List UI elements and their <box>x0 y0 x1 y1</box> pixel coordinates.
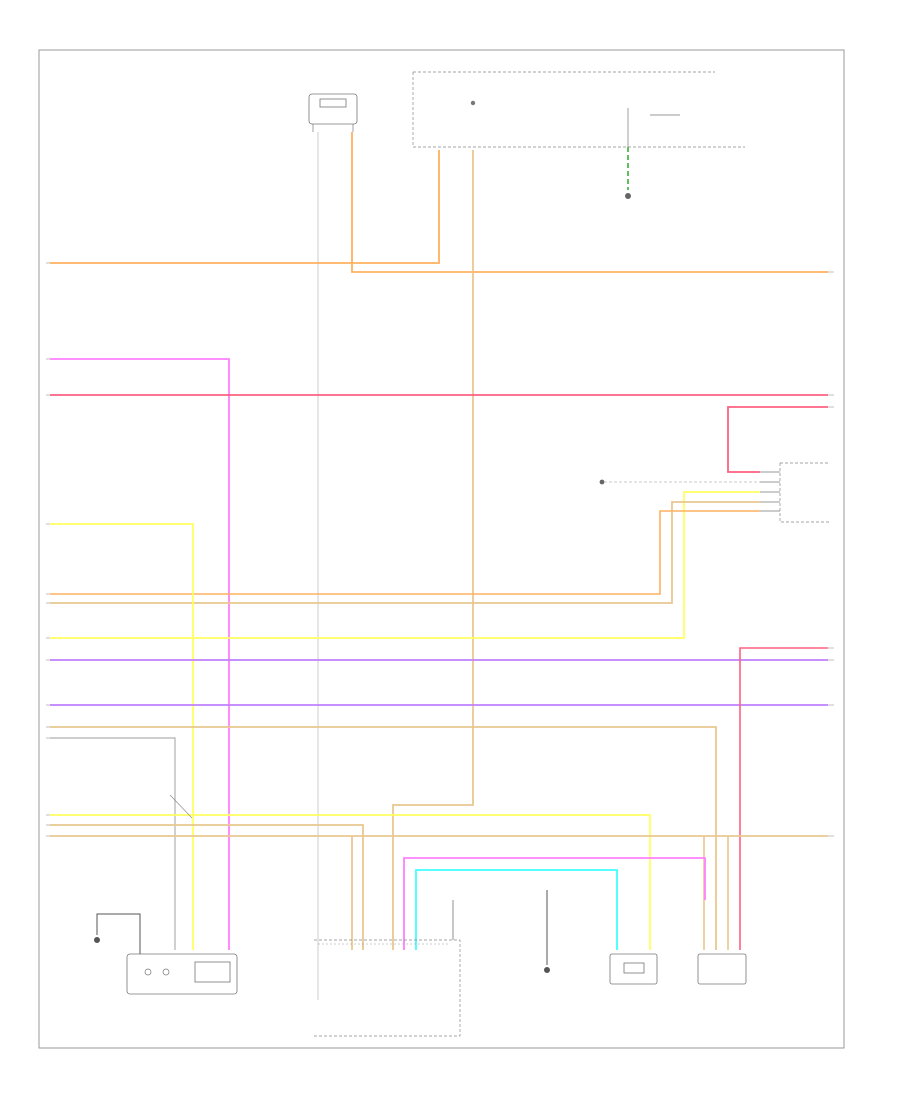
wire-magenta-1 <box>50 358 230 950</box>
wire-tan-right <box>50 726 717 950</box>
wire-tan-switch-2 <box>50 510 760 595</box>
wire-yellow-pump <box>50 523 194 950</box>
sensor-mid <box>599 479 760 485</box>
diagram-frame <box>38 49 845 1049</box>
top-module <box>412 71 745 148</box>
ground-top <box>625 147 631 199</box>
right-terminals <box>828 271 834 837</box>
wire-orange-2 <box>351 132 828 273</box>
fuel-pump-assembly <box>126 953 238 995</box>
mid-module <box>314 900 461 1037</box>
left-terminals <box>46 262 50 837</box>
ground-left <box>94 913 141 954</box>
ground-mid <box>544 890 550 973</box>
fuel-level-sender <box>609 953 658 985</box>
wire-magenta-mid <box>403 857 706 950</box>
wire-tan-lower-1 <box>50 824 364 950</box>
wire-tan-switch-1 <box>50 501 760 604</box>
wire-yellow-switch <box>50 491 760 639</box>
switch-right <box>760 462 830 523</box>
wire-tan-main <box>392 150 474 950</box>
top-connector <box>308 93 358 132</box>
wire-cyan-mid <box>415 869 618 950</box>
wire-pink-2 <box>727 406 828 473</box>
fuel-tank-sensor-note <box>169 794 193 819</box>
wire-orange-1 <box>50 150 440 264</box>
wire-gray-pump <box>50 737 176 950</box>
wire-yellow-lower <box>50 814 651 950</box>
right-module <box>697 953 747 985</box>
wire-pink-right <box>739 647 828 950</box>
